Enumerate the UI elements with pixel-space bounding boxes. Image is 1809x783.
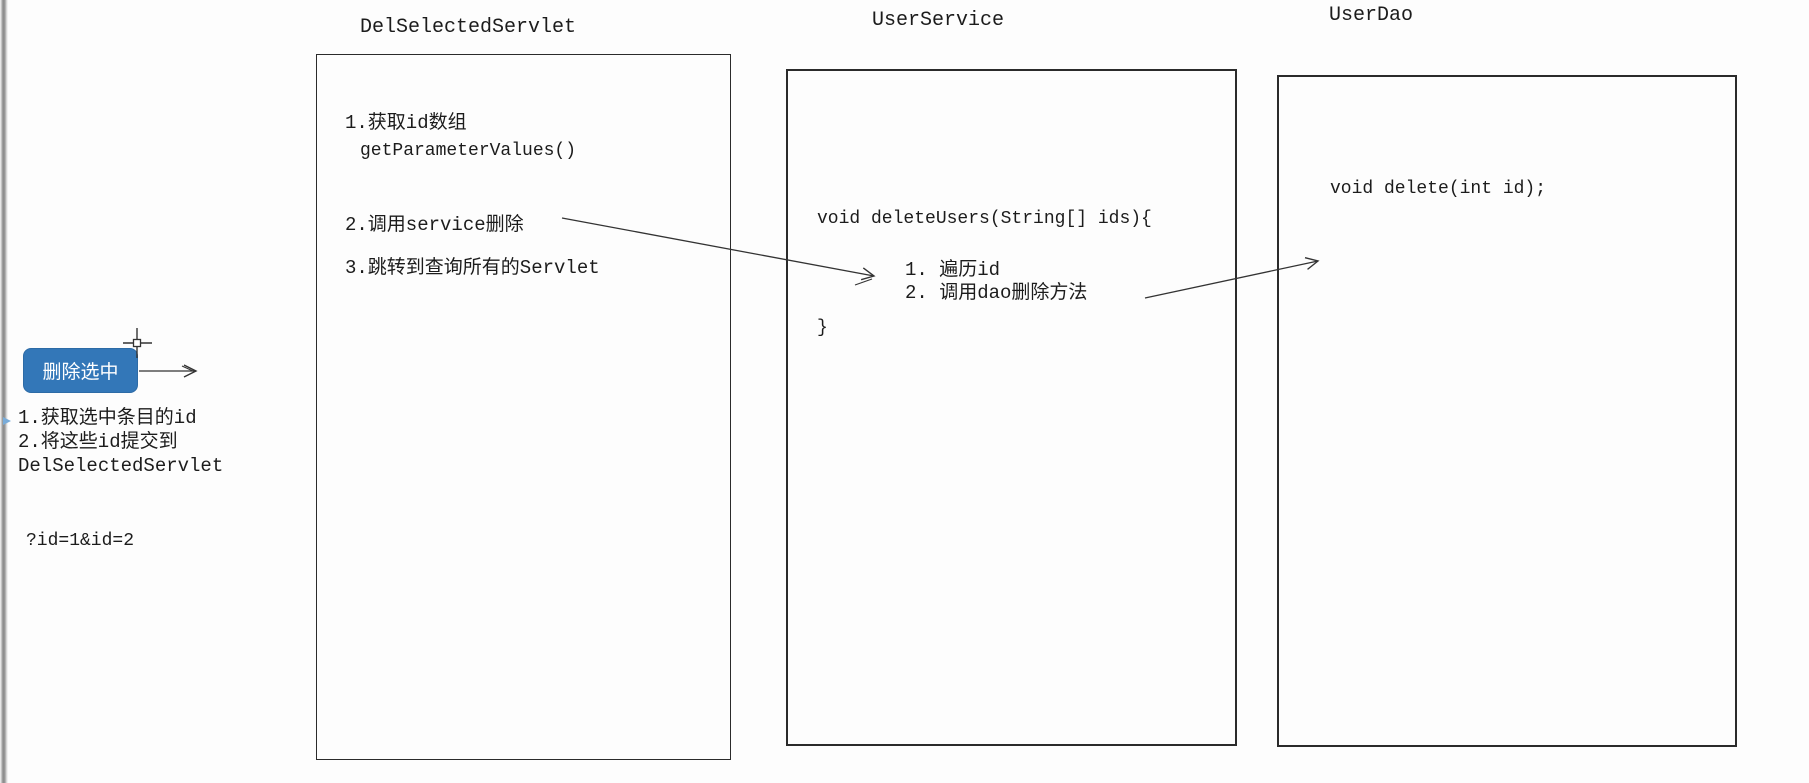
query-string-note: ?id=1&id=2	[26, 531, 135, 551]
dao-method: void delete(int id);	[1330, 179, 1547, 199]
service-signature: void deleteUsers(String[] ids){	[817, 209, 1152, 229]
servlet-box	[316, 54, 731, 760]
service-step1: 1. 遍历id	[905, 259, 1001, 281]
left-annotation-line-3: DelSelectedServlet	[18, 455, 224, 477]
servlet-step1: 1.获取id数组	[345, 112, 467, 134]
servlet-step2: 2.调用service删除	[345, 214, 524, 236]
delete-selected-button-label: 删除选中	[42, 362, 119, 383]
left-annotation-line-2: 2.将这些id提交到	[18, 431, 178, 453]
service-box-title: UserService	[872, 9, 1005, 32]
left-annotation: 1.获取选中条目的id 2.将这些id提交到 DelSelectedServle…	[18, 406, 223, 478]
service-box	[786, 69, 1237, 746]
service-closing-brace: }	[817, 318, 828, 338]
left-annotation-line-1: 1.获取选中条目的id	[18, 407, 197, 429]
delete-selected-button[interactable]: 删除选中	[23, 348, 138, 393]
service-step2: 2. 调用dao删除方法	[905, 282, 1088, 304]
blue-triangle-marker-icon	[3, 417, 11, 425]
button-arrow	[139, 364, 198, 378]
window-left-border	[0, 0, 9, 783]
servlet-step1-code: getParameterValues()	[360, 141, 577, 161]
dao-box-title: UserDao	[1329, 4, 1414, 27]
servlet-box-title: DelSelectedServlet	[360, 16, 577, 39]
dao-box	[1277, 75, 1737, 747]
servlet-step3: 3.跳转到查询所有的Servlet	[345, 257, 600, 279]
